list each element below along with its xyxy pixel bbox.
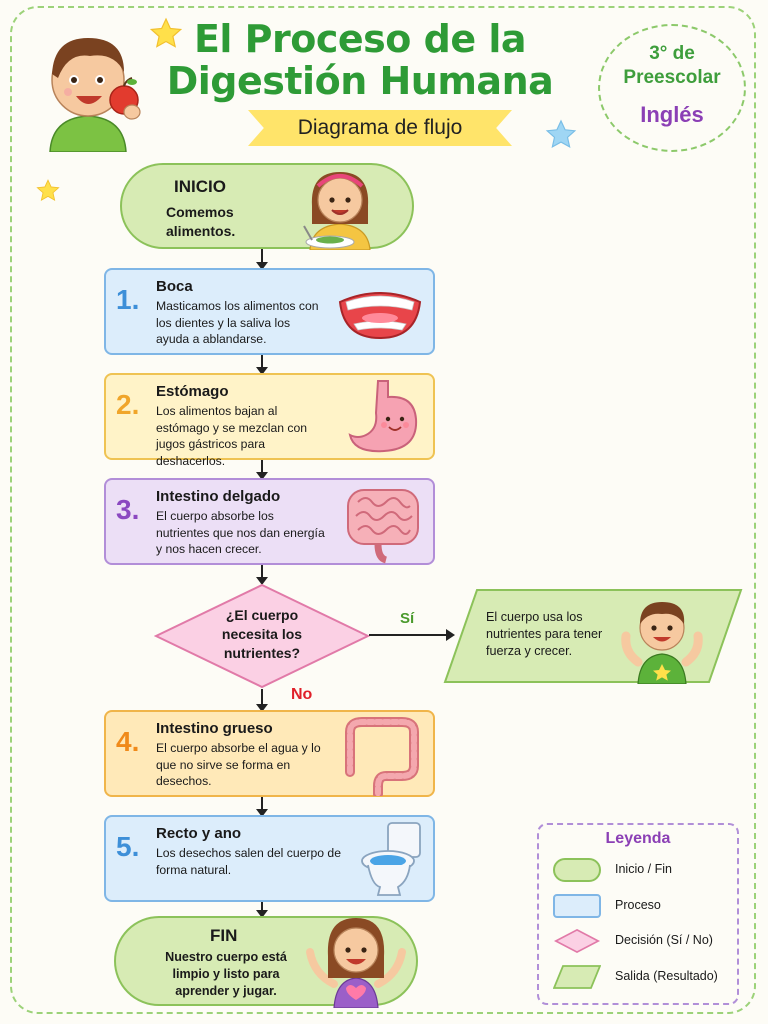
legend-swatch-pill	[553, 858, 601, 882]
decision-no-label: No	[291, 686, 313, 703]
start-title: INICIO	[174, 177, 226, 196]
step-text: Los desechos salen del cuerpo de forma n…	[156, 846, 341, 877]
small-intestine-icon	[347, 489, 419, 564]
end-title: FIN	[210, 926, 238, 945]
step-title: Estómago	[156, 383, 229, 400]
step-1-box: 1. Boca Masticamos los alimentos con los…	[104, 268, 435, 355]
star-icon	[149, 17, 183, 48]
star-icon	[36, 179, 60, 201]
page-title-line1: El Proceso de la	[193, 17, 527, 61]
subtitle: Diagrama de flujo	[297, 116, 463, 139]
step-text: Los alimentos bajan al estómago y se mez…	[156, 404, 308, 468]
flow-arrow	[256, 565, 268, 585]
step-text: Masticamos los alimentos con los dientes…	[156, 299, 319, 346]
step-text: El cuerpo absorbe los nutrientes que nos…	[156, 509, 325, 556]
grade-label: 3° de Preescolar	[623, 43, 721, 88]
step-5-box: 5. Recto y ano Los desechos salen del cu…	[104, 815, 435, 902]
output-text: El cuerpo usa los nutrientes para tener …	[486, 610, 603, 658]
step-number: 4.	[116, 726, 140, 757]
grade-badge: 3° de Preescolar Inglés	[598, 24, 746, 152]
large-intestine-icon	[345, 717, 419, 796]
legend-label: Decisión (Sí / No)	[615, 933, 713, 947]
flow-arrow	[256, 355, 268, 375]
step-title: Intestino grueso	[156, 720, 273, 737]
legend-label: Proceso	[615, 898, 661, 912]
legend-label: Salida (Resultado)	[615, 969, 718, 983]
happy-girl-icon	[306, 918, 406, 1008]
strong-boy-icon	[621, 602, 703, 684]
step-2-box: 2. Estómago Los alimentos bajan al estóm…	[104, 373, 435, 468]
flow-arrow	[256, 902, 268, 918]
decision-text: ¿El cuerpo necesita los nutrientes?	[221, 607, 303, 661]
flow-arrow	[256, 460, 268, 480]
subtitle-ribbon: Diagrama de flujo	[248, 110, 512, 146]
legend-swatch-box	[553, 894, 601, 918]
girl-eating-icon	[303, 172, 371, 250]
step-3-box: 3. Intestino delgado El cuerpo absorbe l…	[104, 478, 435, 565]
subject-label: Inglés	[640, 102, 704, 127]
star-icon	[545, 119, 577, 149]
legend-title: Leyenda	[605, 830, 671, 847]
step-number: 2.	[116, 389, 140, 420]
legend-label: Inicio / Fin	[615, 862, 672, 876]
page-frame	[10, 6, 756, 1014]
decision-diamond	[154, 583, 370, 689]
yes-arrow	[369, 629, 455, 641]
decision-yes-label: Sí	[400, 610, 415, 627]
step-title: Boca	[156, 278, 193, 295]
mouth-icon	[338, 292, 422, 340]
step-number: 3.	[116, 494, 140, 525]
step-number: 1.	[116, 284, 140, 315]
no-arrow	[256, 689, 268, 712]
page-title-line2: Digestión Humana	[166, 59, 554, 103]
step-number: 5.	[116, 831, 140, 862]
flow-arrow	[256, 797, 268, 817]
step-title: Recto y ano	[156, 825, 242, 842]
toilet-icon	[361, 822, 421, 896]
start-text: Comemos alimentos.	[166, 204, 236, 239]
boy-eating-apple-icon	[49, 38, 141, 152]
flow-arrow	[256, 249, 268, 270]
end-text: Nuestro cuerpo está limpio y listo para …	[165, 950, 287, 998]
stomach-icon	[348, 380, 418, 453]
legend-swatch-diamond	[553, 929, 601, 953]
step-title: Intestino delgado	[156, 488, 281, 505]
step-text: El cuerpo absorbe el agua y lo que no si…	[156, 741, 321, 788]
legend: Leyenda Inicio / Fin Proceso Decisión (S…	[537, 823, 739, 1005]
step-4-box: 4. Intestino grueso El cuerpo absorbe el…	[104, 710, 435, 797]
legend-swatch-parallelogram	[553, 965, 601, 989]
